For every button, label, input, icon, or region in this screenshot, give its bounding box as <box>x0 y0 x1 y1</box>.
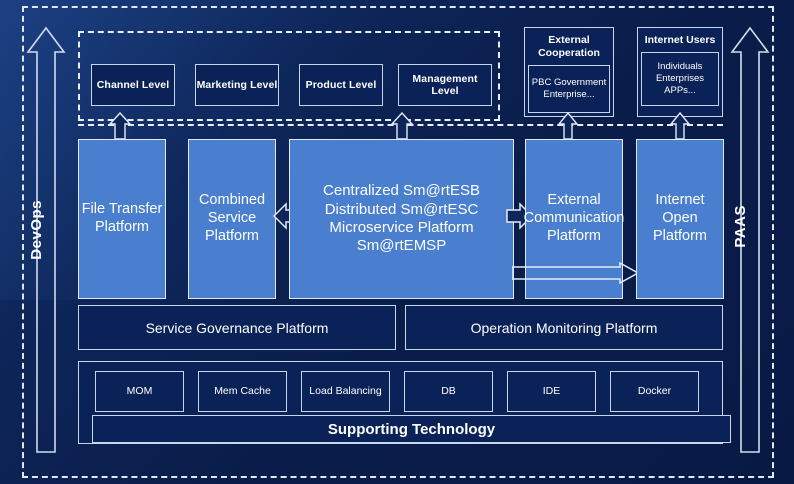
service-governance-platform-box[interactable]: Service Governance Platform <box>78 305 396 350</box>
core-esb-line-1: Centralized Sm@rtESB <box>323 182 480 200</box>
paas-arrow <box>730 26 770 454</box>
external-cooperation-detail-box: PBC Government Enterprise... <box>528 65 610 114</box>
tech-label-docker: Docker <box>637 384 672 397</box>
up-arrow-internet-open-to-users <box>669 112 691 140</box>
level-label-management: Management Level <box>412 73 478 97</box>
internet-open-platform-box[interactable]: Internet Open Platform <box>636 139 724 299</box>
tech-label-db: DB <box>441 384 456 397</box>
level-box-channel[interactable]: Channel Level <box>91 64 175 106</box>
file-transfer-platform-label: File Transfer Platform <box>81 201 163 235</box>
level-label-channel: Channel Level <box>96 79 170 91</box>
tech-box-mom[interactable]: MOM <box>95 371 184 412</box>
level-box-marketing[interactable]: Marketing Level <box>195 64 279 106</box>
internet-users-detail: Individuals Enterprises APPs... <box>655 60 705 97</box>
arrow-core-to-internet-open <box>512 262 640 286</box>
level-box-management[interactable]: Management Level <box>398 64 492 106</box>
external-cooperation-detail: PBC Government Enterprise... <box>531 76 607 101</box>
tech-box-db[interactable]: DB <box>404 371 493 412</box>
tech-box-mem-cache[interactable]: Mem Cache <box>198 371 287 412</box>
devops-arrow <box>26 26 66 454</box>
level-label-product: Product Level <box>305 79 377 91</box>
tech-label-load-balancing: Load Balancing <box>309 384 382 397</box>
level-box-product[interactable]: Product Level <box>299 64 383 106</box>
devops-arrow-label: DevOps <box>28 200 45 260</box>
supporting-technology-label: Supporting Technology <box>327 420 496 438</box>
level-label-marketing: Marketing Level <box>196 79 278 91</box>
core-esb-line-3: Microservice Platform Sm@rtEMSP <box>329 219 474 255</box>
tech-box-ide[interactable]: IDE <box>507 371 596 412</box>
outer-dashed-frame <box>22 6 774 478</box>
internet-users-box[interactable]: Internet Users Individuals Enterprises A… <box>637 27 723 117</box>
supporting-technology-bar[interactable]: Supporting Technology <box>92 415 731 443</box>
business-levels-group <box>78 31 500 121</box>
core-esb-line-2: Distributed Sm@rtESC <box>324 200 479 218</box>
internet-users-title: Internet Users <box>644 34 716 46</box>
operation-monitoring-platform-box[interactable]: Operation Monitoring Platform <box>405 305 723 350</box>
tech-label-mem-cache: Mem Cache <box>214 384 271 397</box>
internet-open-platform-label: Internet Open Platform <box>653 192 707 244</box>
up-arrow-core-esb-to-levels <box>390 112 414 140</box>
tech-label-mom: MOM <box>126 384 153 397</box>
tech-box-docker[interactable]: Docker <box>610 371 699 412</box>
operation-monitoring-platform-label: Operation Monitoring Platform <box>470 319 658 336</box>
service-governance-platform-label: Service Governance Platform <box>145 319 329 336</box>
external-cooperation-box[interactable]: External Cooperation PBC Government Ente… <box>524 27 614 117</box>
up-arrow-file-transfer-to-levels <box>108 112 132 140</box>
internet-users-detail-box: Individuals Enterprises APPs... <box>641 52 719 107</box>
external-communication-platform-label: External Communication Platform <box>523 192 625 244</box>
tech-label-ide: IDE <box>542 384 561 397</box>
file-transfer-platform-box[interactable]: File Transfer Platform <box>78 139 166 299</box>
combined-service-platform-label: Combined Service Platform <box>198 192 266 244</box>
external-cooperation-title: External Cooperation <box>538 34 600 60</box>
paas-arrow-label: PAAS <box>732 205 749 248</box>
external-communication-platform-box[interactable]: External Communication Platform <box>523 139 625 299</box>
combined-service-platform-box[interactable]: Combined Service Platform <box>188 139 276 299</box>
core-esb-platform-box[interactable]: Centralized Sm@rtESB Distributed Sm@rtES… <box>289 139 514 299</box>
up-arrow-external-comm-to-cooperation <box>557 112 579 140</box>
tech-box-load-balancing[interactable]: Load Balancing <box>301 371 390 412</box>
